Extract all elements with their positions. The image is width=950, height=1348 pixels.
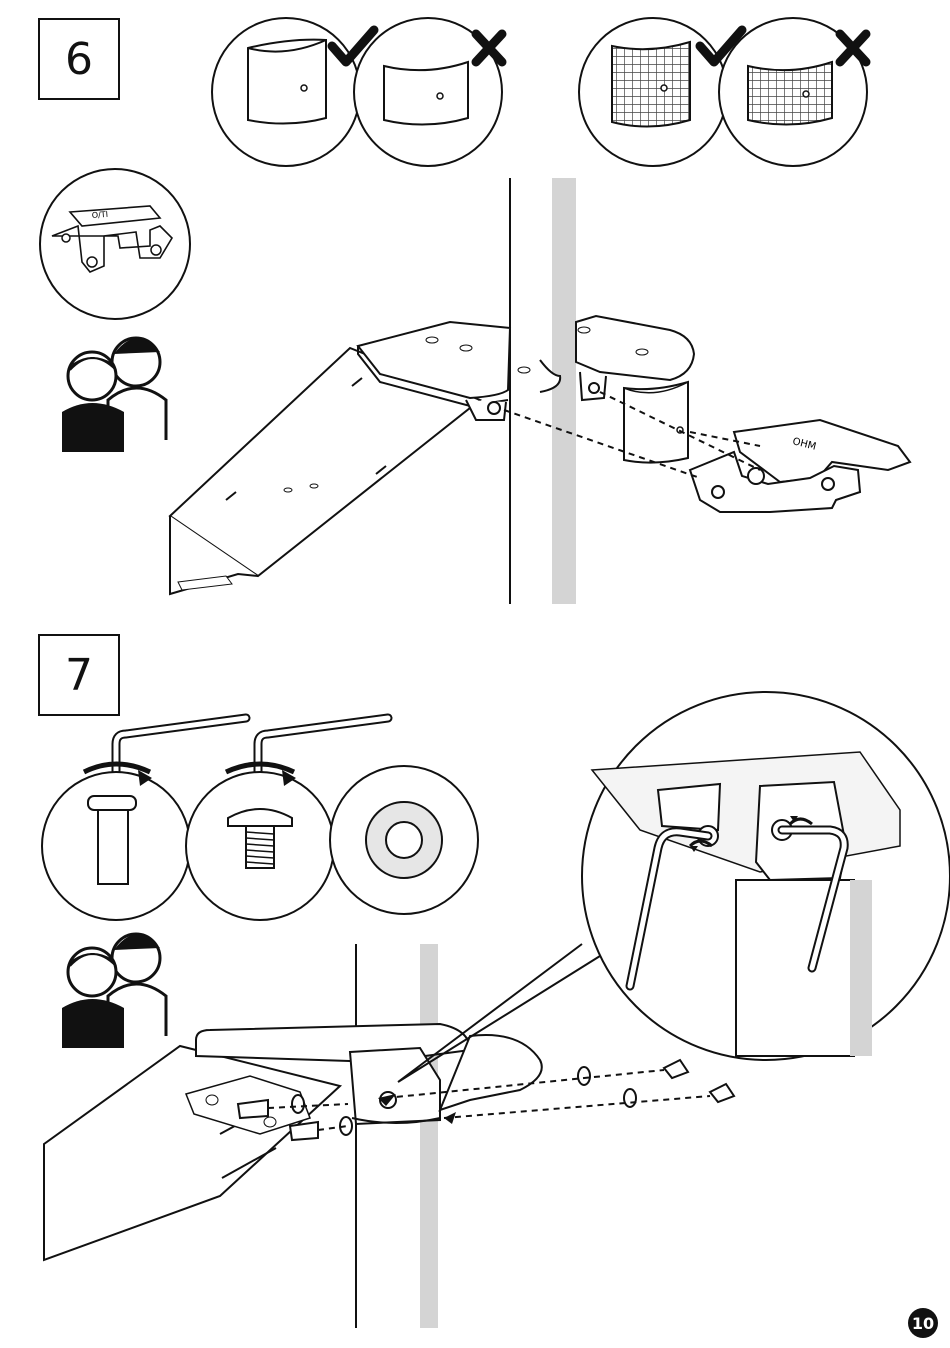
page-number-label: 10 (912, 1314, 934, 1333)
page-number: 10 (908, 1308, 938, 1338)
textured-sleeve-correct-circle (579, 18, 727, 166)
two-people-icon (62, 934, 166, 1048)
hex-key-icon (258, 718, 388, 778)
smooth-sleeve-correct-circle (212, 18, 360, 166)
step-6-assembly: OHM (170, 178, 910, 604)
svg-text:O/TI: O/TI (92, 210, 109, 220)
washer-circle (330, 766, 478, 914)
clamp-detail-circle: O/TI (40, 169, 190, 319)
screw-circle (186, 764, 334, 920)
two-people-icon (62, 338, 166, 452)
zoom-detail-circle (582, 692, 950, 1060)
bolt-circle (42, 764, 190, 920)
